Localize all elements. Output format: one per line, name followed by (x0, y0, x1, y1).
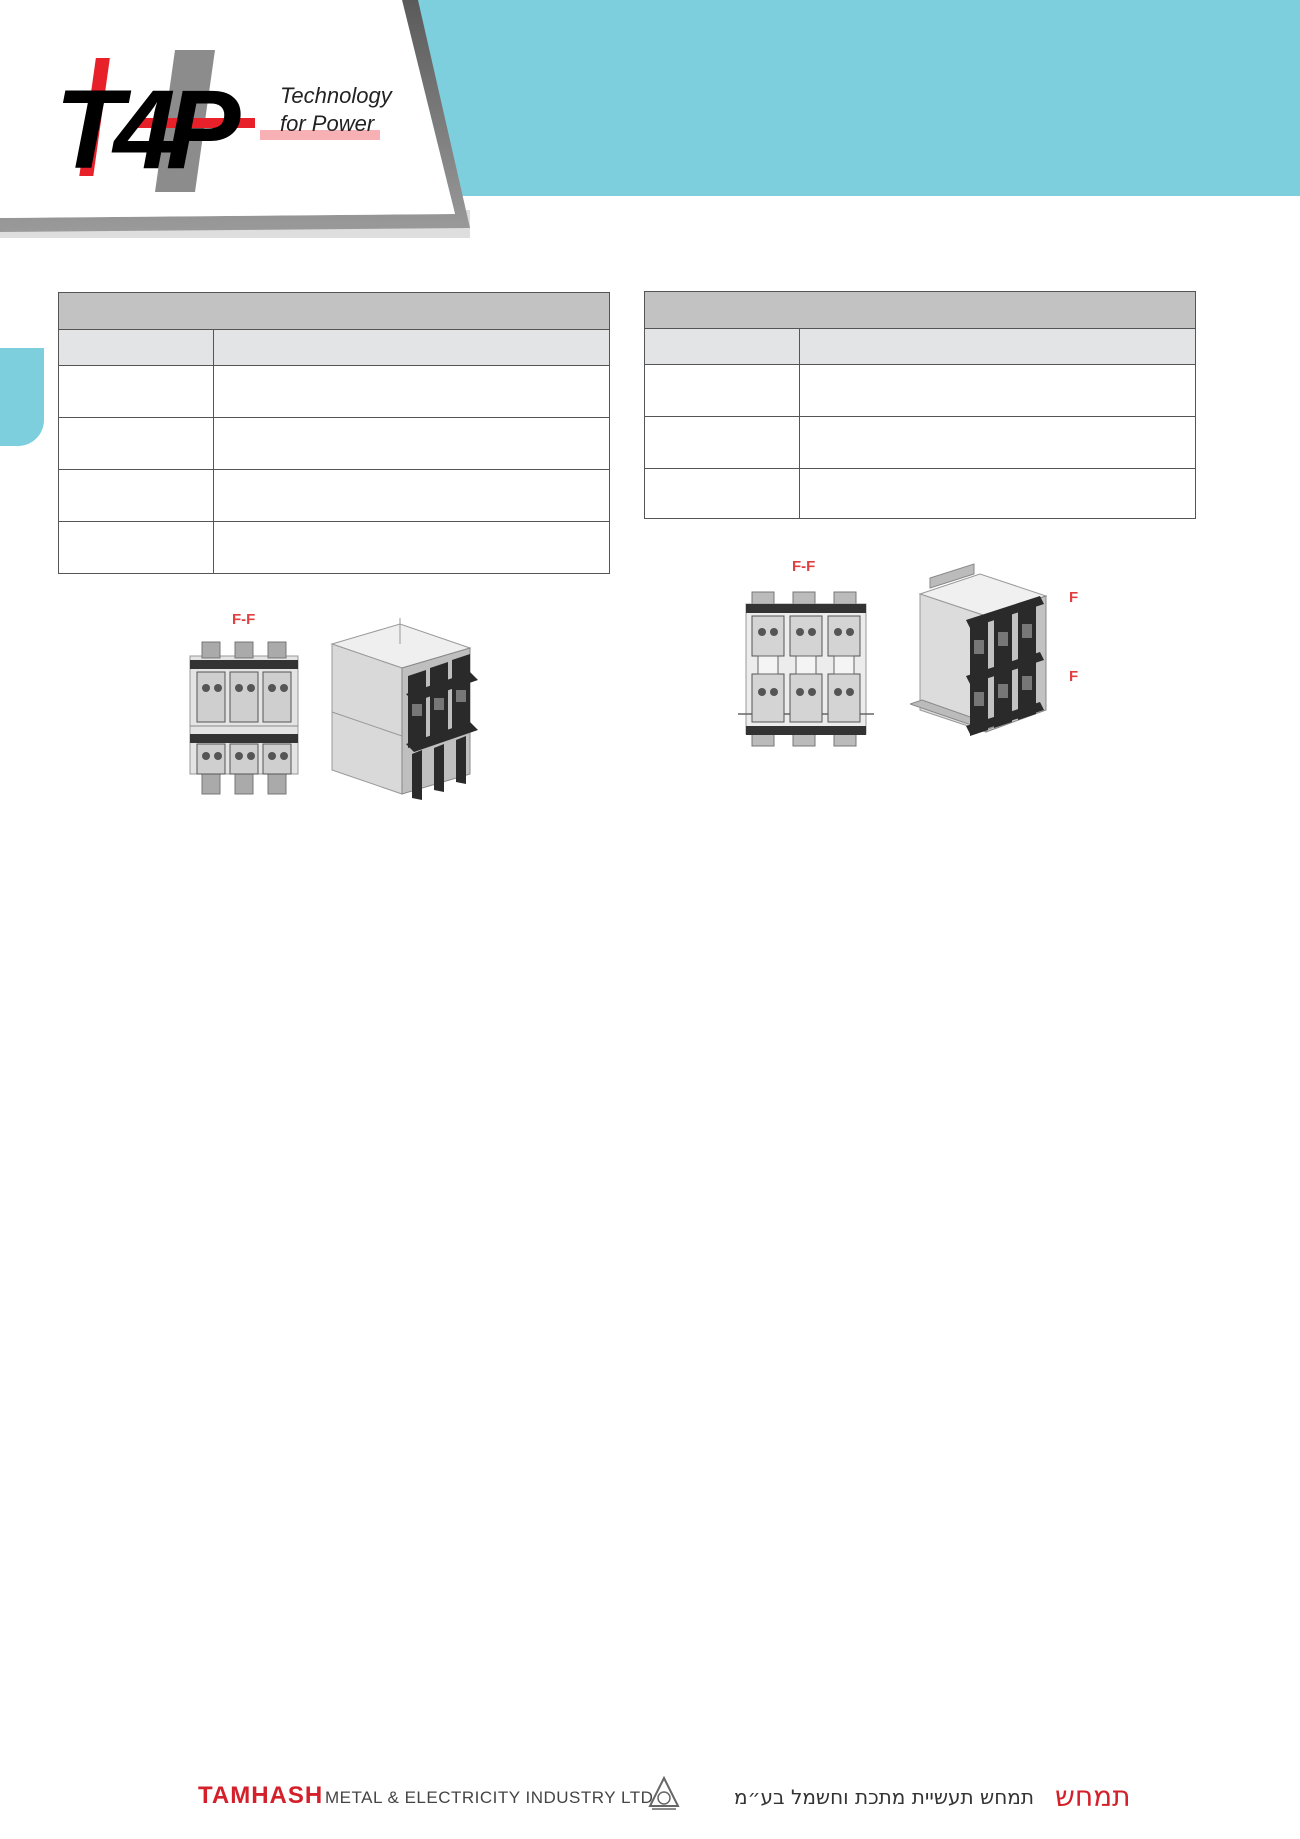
table-header-row (644, 328, 1196, 365)
left-isometric-view-drawing (330, 618, 478, 800)
table-cell (644, 364, 800, 417)
table-title-cell (644, 291, 1196, 329)
table-cell (644, 468, 800, 519)
logo-panel-shadow-edge (0, 0, 470, 232)
table-cell (213, 417, 610, 470)
table-row (58, 417, 610, 470)
table-title-row (644, 291, 1196, 329)
footer-hebrew-logo: תמחש (1055, 1780, 1131, 1813)
right-isometric-view-drawing (910, 563, 1048, 736)
side-tab (0, 348, 44, 446)
table-header-row (58, 329, 610, 366)
table-cell (799, 416, 1196, 469)
table-header-cell (644, 328, 800, 365)
right-figure-label-front: F-F (792, 558, 816, 575)
header-band (0, 0, 1300, 238)
table-cell (58, 417, 214, 470)
table-row (58, 521, 610, 574)
spec-table-left (58, 292, 610, 574)
table-row (644, 468, 1196, 519)
table-title-row (58, 292, 610, 330)
table-cell (213, 365, 610, 418)
table-row (644, 364, 1196, 417)
logo-mark: T4P (55, 67, 241, 192)
table-cell (58, 469, 214, 522)
footer-company-name: METAL & ELECTRICITY INDUSTRY LTD (325, 1788, 654, 1807)
table-row (58, 365, 610, 418)
left-front-view-drawing (189, 641, 299, 795)
table-cell (644, 416, 800, 469)
right-front-view-drawing (738, 591, 874, 747)
tagline-line-1: Technology (280, 83, 392, 108)
table-row (58, 469, 610, 522)
footer-brand-name: TAMHASH (198, 1782, 324, 1809)
table-cell (799, 364, 1196, 417)
table-title-cell (58, 292, 610, 330)
table-header-cell (58, 329, 214, 366)
logo-panel (0, 0, 455, 218)
spec-table-right (644, 291, 1196, 519)
table-cell (58, 521, 214, 574)
right-figure-label-bottom: F (1069, 668, 1079, 685)
quality-seal-icon (648, 1776, 680, 1810)
right-figure-label-top: F (1069, 589, 1079, 606)
table-header-cell (213, 329, 610, 366)
t4p-logo: T4P (55, 50, 380, 192)
footer-hebrew-company: תמחש תעשיית מתכת וחשמל בע״מ (734, 1785, 1034, 1809)
table-header-cell (799, 328, 1196, 365)
header-cyan-band (380, 0, 1300, 196)
logo-tagline: Technology for Power (280, 82, 440, 138)
table-cell (58, 365, 214, 418)
table-cell (213, 469, 610, 522)
tagline-line-2: for Power (280, 111, 375, 136)
left-figure-label: F-F (232, 611, 256, 628)
table-cell (213, 521, 610, 574)
table-cell (799, 468, 1196, 519)
table-row (644, 416, 1196, 469)
